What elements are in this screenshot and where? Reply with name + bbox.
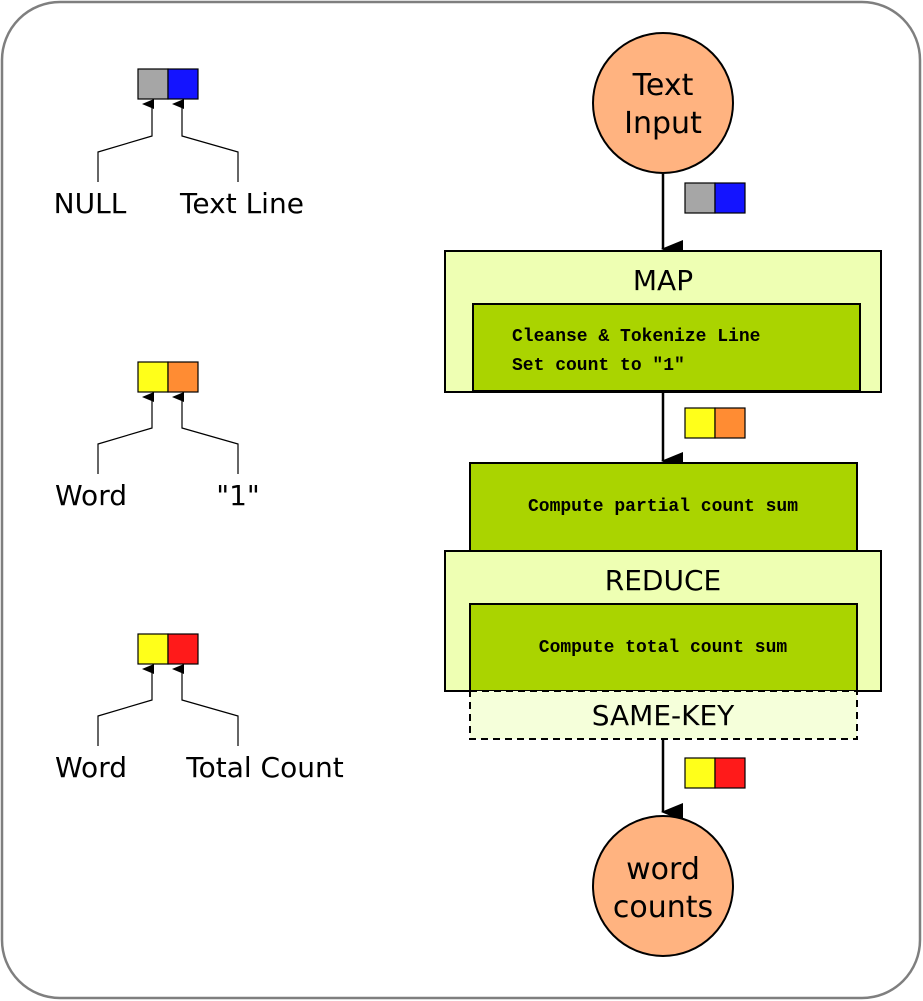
reduce-task-label: Compute total count sum [539,638,788,658]
key-label: Word [55,479,127,512]
key-swatch [137,68,169,100]
map-task-line1: Cleanse & Tokenize Line [512,327,760,347]
kv-badge-map [684,407,746,439]
map-task-line2: Set count to "1" [512,356,685,376]
value-label: "1" [216,479,260,512]
kv-badge-input [684,182,746,214]
legend-pair-2: Word "1" [55,361,260,512]
value-swatch [167,361,199,393]
value-connector [172,392,239,474]
reduce-stage: REDUCE Compute total count sum [444,550,882,692]
key-swatch [137,361,169,393]
value-label: Text Line [179,187,304,220]
kv-badge-reduce [684,757,746,789]
combine-label: Compute partial count sum [528,497,798,517]
legend-pair-3: Word Total Count [55,633,344,784]
key-label: Word [55,751,127,784]
combine-stage: Compute partial count sum [469,462,858,552]
key-swatch [137,633,169,665]
input-label-line2: Input [624,106,702,141]
legend-pair-1: NULL Text Line [54,68,304,220]
key-connector [97,664,154,746]
input-label-line1: Text [632,68,694,103]
map-task [472,303,861,392]
output-node: word counts [592,815,734,957]
output-label-line2: counts [613,890,713,925]
reduce-title: REDUCE [605,564,721,597]
value-swatch [167,633,199,665]
map-stage: MAP Cleanse & Tokenize Line Set count to… [444,250,882,393]
value-label: Total Count [185,751,343,784]
value-connector [172,664,239,746]
value-swatch [167,68,199,100]
same-key-label: SAME-KEY [592,699,735,732]
reduce-task [469,603,858,692]
key-label: NULL [54,187,127,220]
key-connector [97,392,154,474]
same-key-box: SAME-KEY [469,690,858,740]
input-node: Text Input [592,32,734,174]
key-connector [97,99,154,182]
output-label-line1: word [626,852,700,887]
map-title: MAP [633,264,693,297]
value-connector [172,99,239,182]
